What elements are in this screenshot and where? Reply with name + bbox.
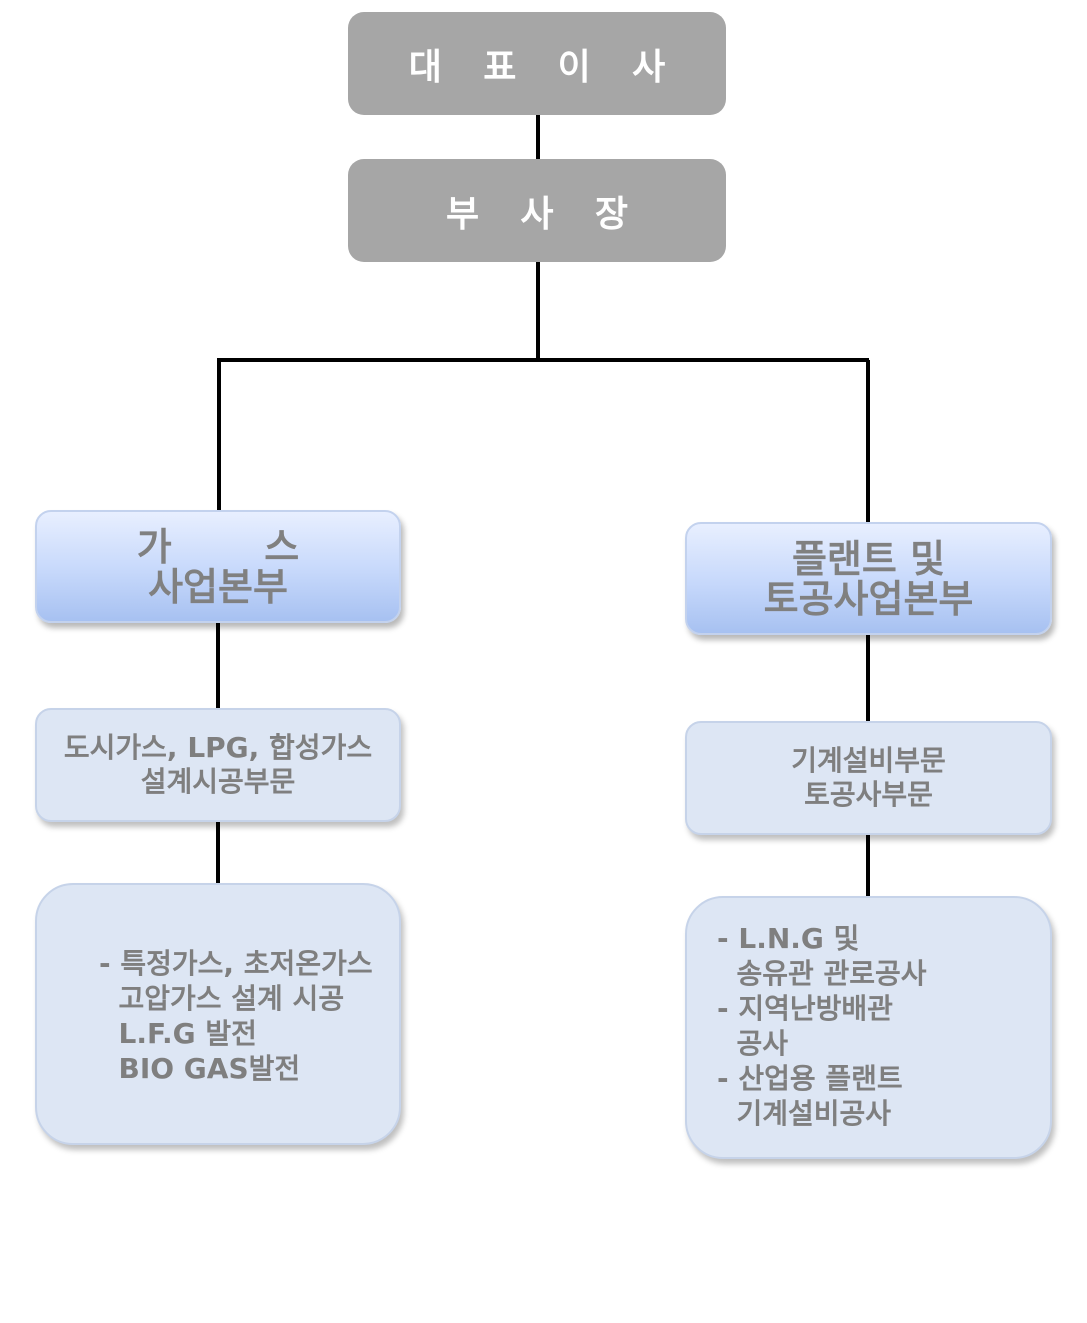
gas-division-box: 가 스 사업본부 (35, 510, 401, 623)
ceo-label: 대 표 이 사 (408, 46, 680, 88)
ceo-box: 대 표 이 사 (348, 12, 726, 115)
vice-president-box: 부 사 장 (348, 159, 726, 262)
plant-detail-line5: - 산업용 플랜트 (717, 1062, 903, 1095)
gas-detail-line4: BIO GAS발전 (99, 1052, 301, 1085)
vice-president-label: 부 사 장 (445, 193, 643, 235)
plant-division-box: 플랜트 및 토공사업본부 (685, 522, 1052, 635)
gas-department-box: 도시가스, LPG, 합성가스 설계시공부문 (35, 708, 401, 822)
gas-detail-box: - 특정가스, 초저온가스 고압가스 설계 시공 L.F.G 발전 BIO GA… (35, 883, 401, 1145)
plant-department-line1: 기계설비부문 (791, 744, 946, 777)
gas-division-title-line1: 가 스 (136, 524, 300, 569)
plant-department-line2: 토공사부문 (804, 778, 933, 811)
plant-detail-box: - L.N.G 및 송유관 관로공사 - 지역난방배관 공사 - 산업용 플랜트… (685, 896, 1052, 1159)
plant-division-title-line1: 플랜트 및 (791, 536, 946, 581)
gas-department-line1: 도시가스, LPG, 합성가스 (63, 731, 373, 764)
plant-detail-line4: 공사 (717, 1027, 789, 1060)
plant-detail-line1: - L.N.G 및 (717, 922, 860, 955)
plant-detail-line3: - 지역난방배관 (717, 992, 893, 1025)
gas-detail-line1: - 특정가스, 초저온가스 (99, 947, 373, 980)
gas-detail-line3: L.F.G 발전 (99, 1017, 257, 1050)
plant-division-title-line2: 토공사업본부 (763, 576, 974, 621)
plant-department-box: 기계설비부문 토공사부문 (685, 721, 1052, 835)
gas-detail-line2: 고압가스 설계 시공 (99, 982, 345, 1015)
plant-detail-line6: 기계설비공사 (717, 1097, 892, 1130)
gas-department-line2: 설계시공부문 (140, 765, 296, 798)
plant-detail-line2: 송유관 관로공사 (717, 957, 927, 990)
gas-division-title-line2: 사업본부 (148, 564, 288, 609)
